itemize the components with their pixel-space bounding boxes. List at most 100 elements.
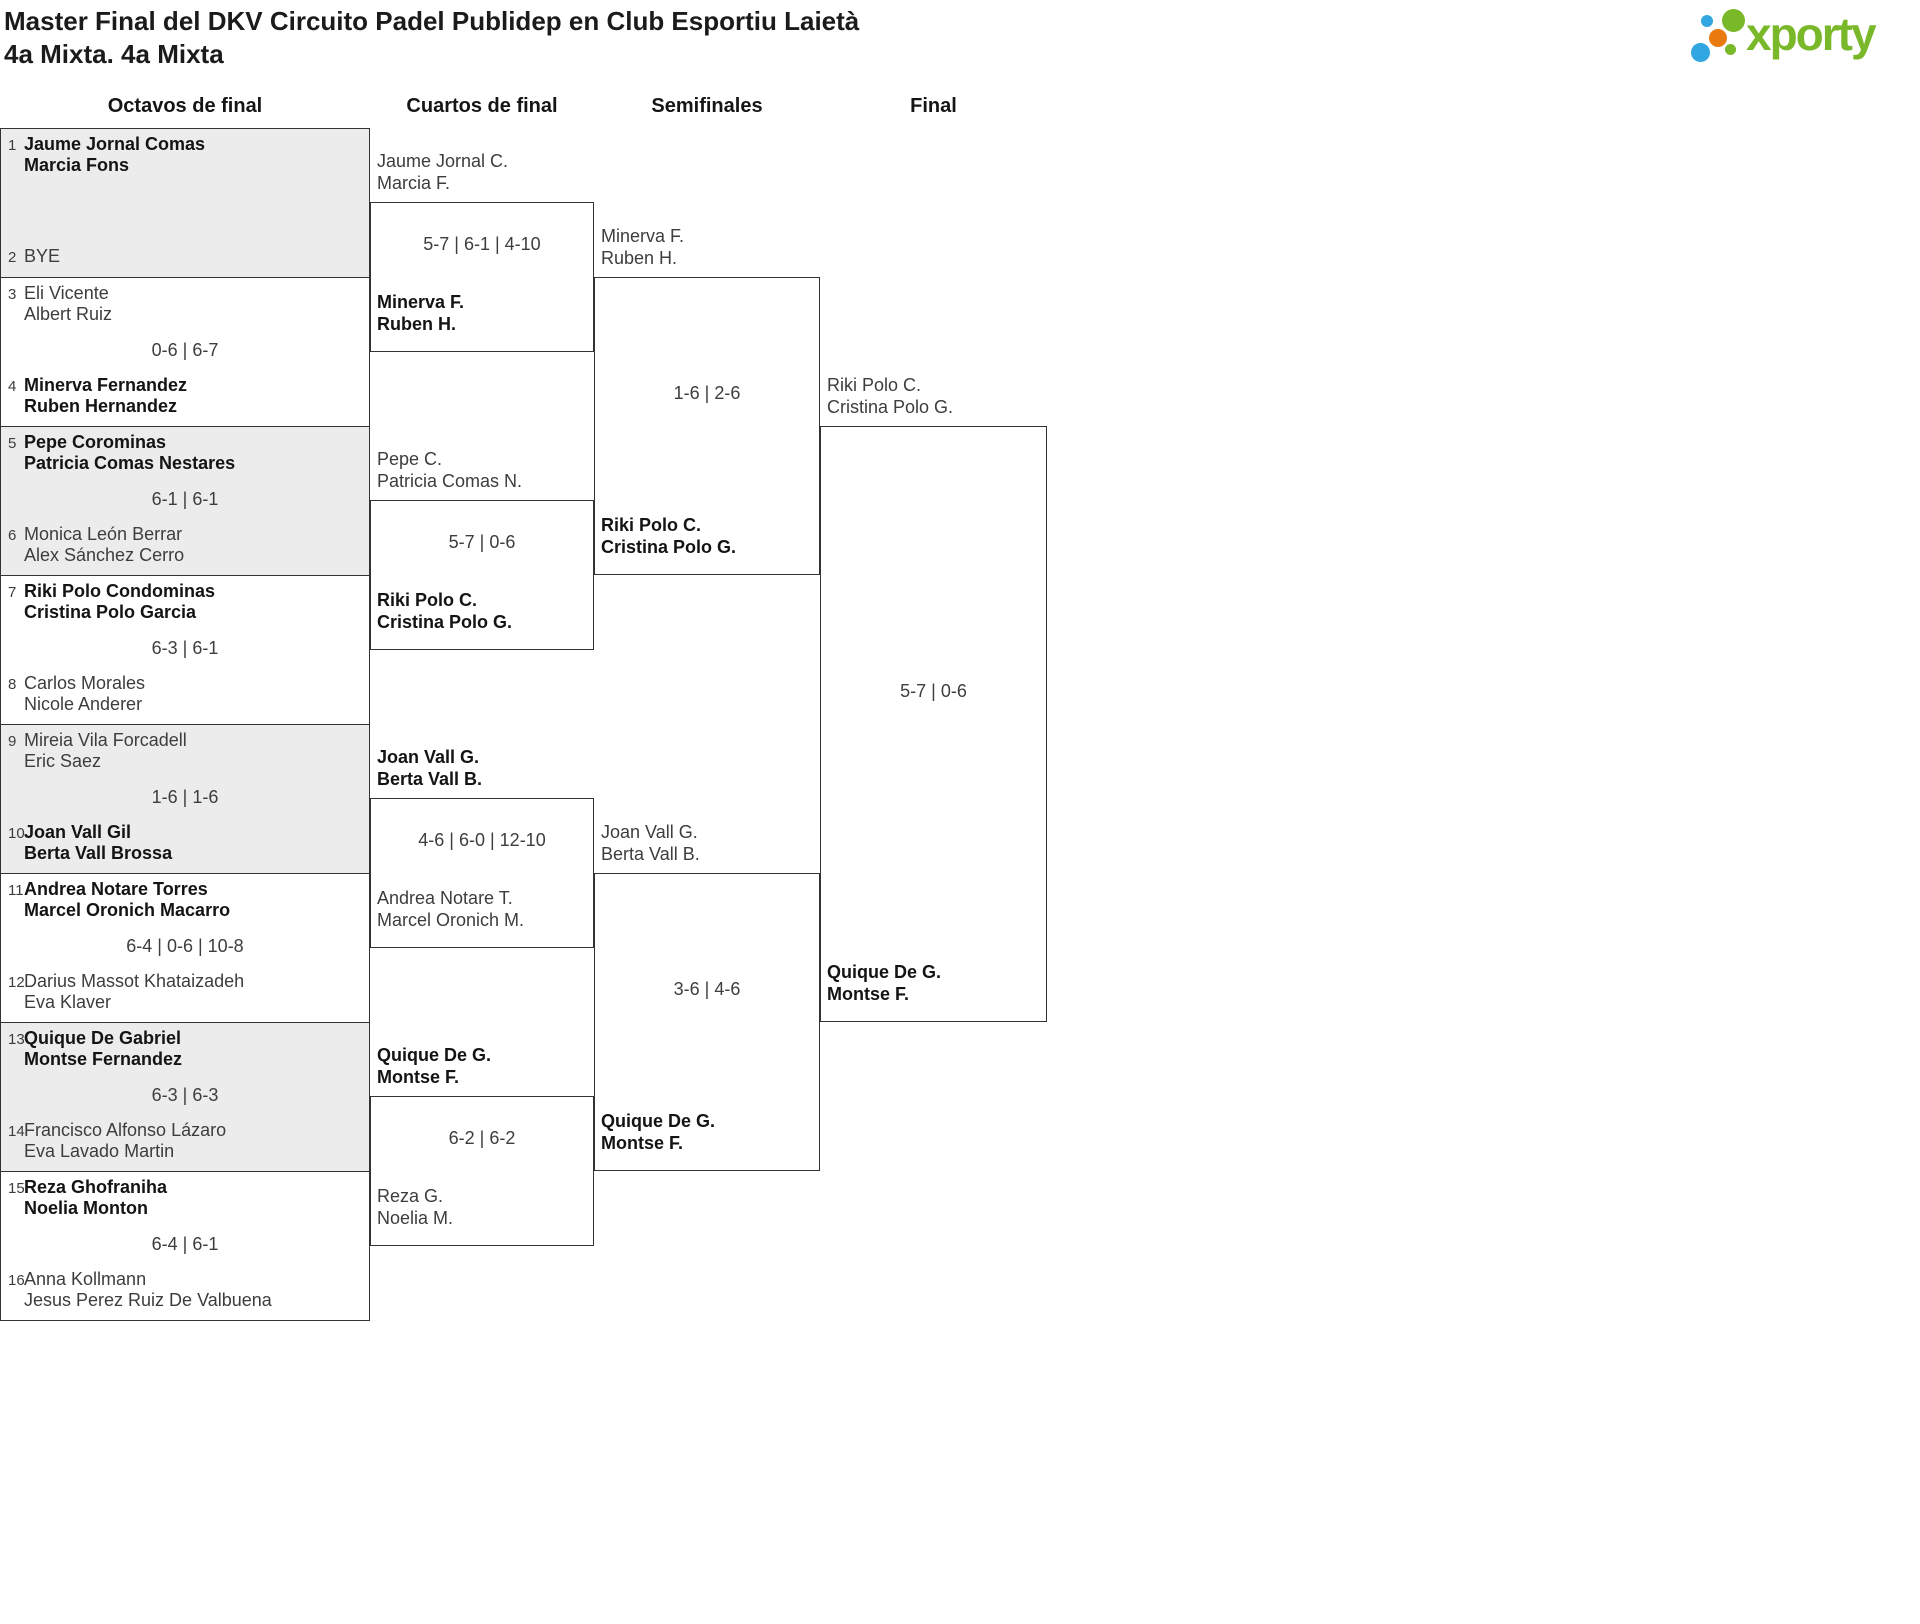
team-name: Minerva Fernandez Ruben Hernandez — [24, 375, 187, 417]
player-name: Eva Lavado Martin — [24, 1141, 175, 1161]
xporty-wordmark: xporty — [1746, 8, 1877, 60]
player-name: Francisco Alfonso Lázaro — [24, 1120, 227, 1140]
player-name: Joan Vall Gil — [24, 822, 132, 842]
team-name: Joan Vall Gil Berta Vall Brossa — [24, 822, 172, 864]
team-name: Mireia Vila Forcadell Eric Saez — [24, 730, 187, 772]
player-name: Riki Polo C. — [827, 375, 922, 395]
team-name: Eli Vicente Albert Ruiz — [24, 283, 112, 325]
seed-number: 16 — [8, 1272, 25, 1289]
team-name: Jaume Jornal Comas Marcia Fons — [24, 134, 205, 176]
seed-number: 3 — [8, 286, 17, 303]
match-box-cuartos-1: Jaume Jornal C. Marcia F. 5-7 | 6-1 | 4-… — [370, 151, 594, 352]
match-score: 1-6 | 1-6 — [151, 786, 219, 807]
player-name: Albert Ruiz — [24, 304, 113, 324]
player-name: Ruben H. — [601, 248, 678, 268]
player-name: Joan Vall G. — [601, 822, 698, 842]
player-name: Mireia Vila Forcadell — [24, 730, 187, 750]
seed-number: 4 — [8, 378, 17, 395]
player-name: Minerva F. — [601, 226, 685, 246]
player-name: Riki Polo C. — [377, 590, 478, 610]
page-title: Master Final del DKV Circuito Padel Publ… — [4, 6, 860, 36]
team-name: Pepe C. Patricia Comas N. — [377, 448, 591, 492]
match-score: 6-3 | 6-1 — [151, 637, 219, 658]
player-name: Montse F. — [601, 1133, 684, 1153]
player-name: Jaume Jornal Comas — [24, 134, 206, 154]
match-score: 4-6 | 6-0 | 12-10 — [418, 830, 546, 850]
player-name: Berta Vall B. — [377, 769, 483, 789]
player-name: Quique De G. — [601, 1111, 716, 1131]
team-name: Joan Vall G. Berta Vall B. — [601, 821, 817, 865]
team-entry: 14 Francisco Alfonso Lázaro Eva Lavado M… — [1, 1120, 369, 1162]
player-name: Eli Vicente — [24, 283, 109, 303]
round-header-octavos: Octavos de final — [107, 95, 263, 117]
player-name: Quique De Gabriel — [24, 1028, 182, 1048]
team-name: Riki Polo Condominas Cristina Polo Garci… — [24, 581, 215, 623]
player-name: Ruben H. — [377, 314, 456, 334]
player-name: Riki Polo Condominas — [24, 581, 216, 601]
player-name: Reza G. — [377, 1186, 444, 1206]
team-entry: 1 Jaume Jornal Comas Marcia Fons — [1, 134, 369, 176]
player-name: Cristina Polo G. — [377, 612, 513, 632]
match-score — [1, 201, 369, 222]
seed-number: 5 — [8, 435, 17, 452]
team-entry: 4 Minerva Fernandez Ruben Hernandez — [1, 375, 369, 417]
player-name: Andrea Notare Torres — [24, 879, 208, 899]
player-name: Patricia Comas Nestares — [24, 453, 236, 473]
team-entry: 7 Riki Polo Condominas Cristina Polo Gar… — [1, 581, 369, 623]
player-name: Reza Ghofraniha — [24, 1177, 168, 1197]
player-name: BYE — [24, 246, 61, 266]
team-name: Quique De G. Montse F. — [601, 1110, 817, 1154]
player-name: Eric Saez — [24, 751, 102, 771]
player-name: Berta Vall Brossa — [24, 843, 173, 863]
match-box-octavos-3: 5 Pepe Corominas Patricia Comas Nestares… — [0, 426, 370, 575]
match-box-cuartos-2: Pepe C. Patricia Comas N. 5-7 | 0-6 Riki… — [370, 449, 594, 650]
team-name: Minerva F. Ruben H. — [377, 291, 591, 335]
team-entry: 13 Quique De Gabriel Montse Fernandez — [1, 1028, 369, 1070]
player-name: Marcia Fons — [24, 155, 130, 175]
team-name: Riki Polo C. Cristina Polo G. — [827, 374, 1044, 418]
player-name: Joan Vall G. — [377, 747, 480, 767]
match-score: 1-6 | 2-6 — [673, 383, 741, 403]
match-box-octavos-7: 13 Quique De Gabriel Montse Fernandez 6-… — [0, 1022, 370, 1171]
match-box-semifinal-1: Minerva F. Ruben H. 1-6 | 2-6 Riki Polo … — [594, 226, 820, 575]
seed-number: 2 — [8, 249, 17, 266]
team-name: Quique De G. Montse F. — [377, 1044, 591, 1088]
page-subtitle: 4a Mixta. 4a Mixta — [4, 39, 224, 69]
team-name: Quique De Gabriel Montse Fernandez — [24, 1028, 182, 1070]
logo-dot-blue-small — [1701, 15, 1713, 27]
team-name: Andrea Notare Torres Marcel Oronich Maca… — [24, 879, 230, 921]
player-name: Minerva F. — [377, 292, 465, 312]
player-name: Alex Sánchez Cerro — [24, 545, 185, 565]
match-box-octavos-2: 3 Eli Vicente Albert Ruiz 0-6 | 6-7 4 Mi… — [0, 277, 370, 426]
player-name: Montse Fernandez — [24, 1049, 183, 1069]
match-score: 5-7 | 6-1 | 4-10 — [423, 234, 541, 254]
player-name: Riki Polo C. — [601, 515, 702, 535]
match-box-octavos-5: 9 Mireia Vila Forcadell Eric Saez 1-6 | … — [0, 724, 370, 873]
logo-dot-orange — [1709, 29, 1727, 47]
team-name: Minerva F. Ruben H. — [601, 225, 817, 269]
player-name: Anna Kollmann — [24, 1269, 147, 1289]
team-entry: 3 Eli Vicente Albert Ruiz — [1, 283, 369, 325]
player-name: Ruben Hernandez — [24, 396, 178, 416]
seed-number: 7 — [8, 584, 17, 601]
match-score: 6-1 | 6-1 — [151, 488, 219, 509]
team-entry: 12 Darius Massot Khataizadeh Eva Klaver — [1, 971, 369, 1013]
player-name: Cristina Polo G. — [827, 397, 954, 417]
match-box-cuartos-4: Quique De G. Montse F. 6-2 | 6-2 Reza G.… — [370, 1045, 594, 1246]
team-name: Darius Massot Khataizadeh Eva Klaver — [24, 971, 244, 1013]
team-name: Anna Kollmann Jesus Perez Ruiz De Valbue… — [24, 1269, 272, 1311]
xporty-logo[interactable]: xporty — [1680, 5, 1920, 75]
team-name: Andrea Notare T. Marcel Oronich M. — [377, 887, 591, 931]
player-name: Marcel Oronich M. — [377, 910, 525, 930]
match-score: 5-7 | 0-6 — [900, 681, 967, 701]
player-name: Pepe C. — [377, 449, 443, 469]
round-header-cuartos: Cuartos de final — [406, 95, 558, 117]
match-score: 6-3 | 6-3 — [151, 1084, 219, 1105]
team-name: Riki Polo C. Cristina Polo G. — [377, 589, 591, 633]
player-name: Monica León Berrar — [24, 524, 183, 544]
match-box-semifinal-2: Joan Vall G. Berta Vall B. 3-6 | 4-6 Qui… — [594, 822, 820, 1171]
match-score: 5-7 | 0-6 — [448, 532, 516, 552]
match-score: 0-6 | 6-7 — [151, 339, 219, 360]
team-entry: 2 BYE — [1, 246, 369, 268]
